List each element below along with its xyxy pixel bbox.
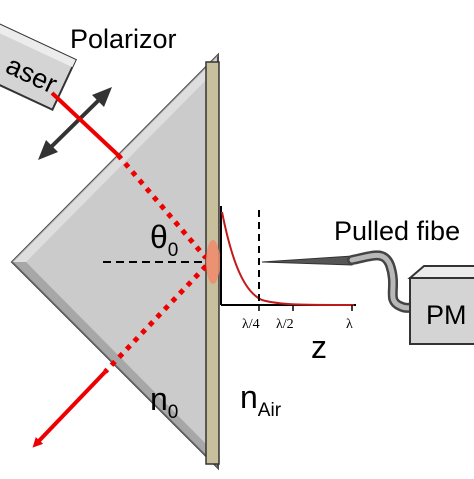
pmt-box: PM bbox=[407, 265, 474, 345]
decay-curve bbox=[221, 211, 355, 306]
pulled-fiber-label: Pulled fibe bbox=[334, 216, 460, 246]
fiber-cable bbox=[347, 250, 421, 313]
incident-beam-solid bbox=[50, 91, 120, 157]
tick-label-half: λ/2 bbox=[276, 317, 294, 332]
incident-beam-dotted bbox=[116, 153, 208, 260]
fiber-tip bbox=[261, 255, 353, 266]
decay-plot: λ/4 λ/2 λ z bbox=[220, 206, 356, 365]
laser-box: aser bbox=[0, 22, 77, 112]
evanescent-spot bbox=[206, 240, 220, 284]
n0-label: n0 bbox=[150, 381, 178, 423]
nair-subscript: Air bbox=[258, 400, 282, 421]
nair-label: nAir bbox=[240, 379, 282, 421]
theta-label: θ0 bbox=[150, 219, 178, 261]
tick-label-quarter: λ/4 bbox=[242, 317, 260, 332]
reflected-beam-dotted bbox=[103, 264, 208, 374]
tick-label-lambda: λ bbox=[346, 317, 353, 332]
polarizor-label: Polarizor bbox=[70, 24, 177, 54]
pmt-label: PM bbox=[426, 300, 467, 330]
reflected-beam-arrow bbox=[32, 370, 107, 448]
polarization-arrow-icon bbox=[38, 87, 112, 160]
z-axis-label: z bbox=[311, 329, 327, 365]
theta-subscript: 0 bbox=[168, 240, 179, 261]
n0-subscript: 0 bbox=[168, 402, 179, 423]
